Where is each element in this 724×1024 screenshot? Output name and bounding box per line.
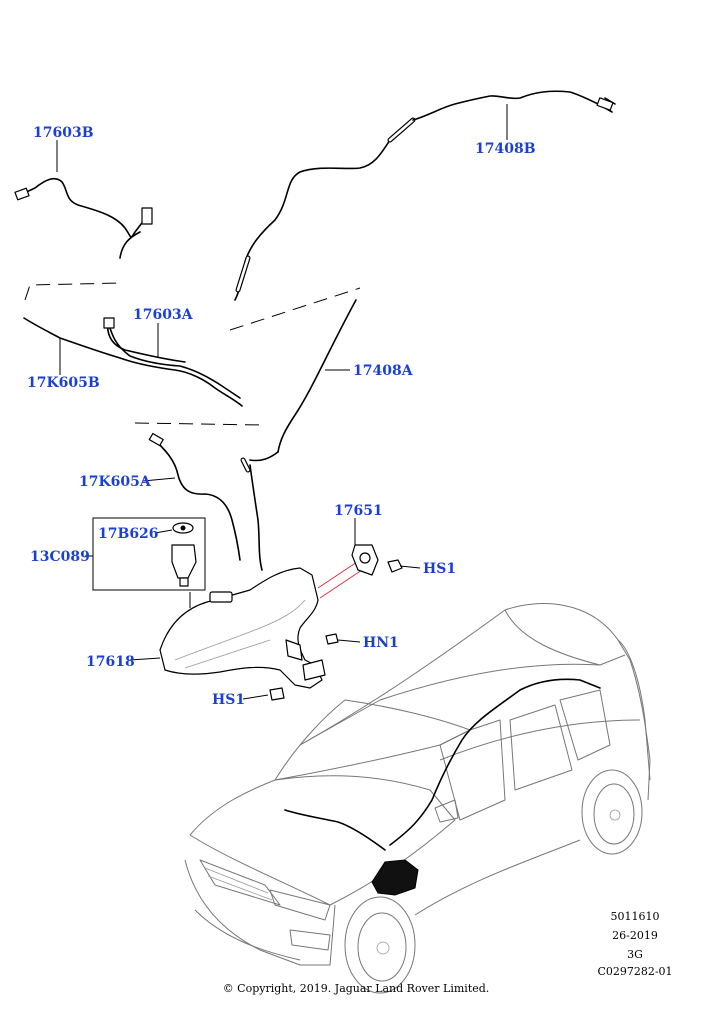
fasteners — [269, 559, 403, 701]
hose-17K605B-17603A — [23, 317, 243, 407]
separator-lines — [24, 282, 361, 426]
leader-lines — [56, 104, 508, 700]
vehicle-outline — [184, 603, 651, 994]
highlight-lines — [317, 559, 363, 599]
drawing-reference: 5011610 26-2019 3G C0297282-01 — [597, 910, 672, 978]
washer-pump-17B626 — [92, 517, 206, 591]
callout-17408B: 17408B — [475, 141, 536, 157]
callout-17408A: 17408A — [353, 363, 414, 379]
hose-17408A — [240, 299, 357, 571]
callout-17603A: 17603A — [133, 307, 194, 323]
callout-17618: 17618 — [86, 654, 135, 670]
reference-line-1: 5011610 — [611, 910, 660, 923]
clip-17651 — [351, 544, 379, 576]
callout-17B626: 17B626 — [98, 526, 159, 542]
callout-HN1: HN1 — [363, 635, 399, 651]
hose-17K605A — [148, 432, 241, 561]
callout-17603B: 17603B — [33, 125, 94, 141]
callout-HS1-upper: HS1 — [423, 561, 456, 577]
washer-reservoir-17618 — [159, 567, 326, 689]
copyright-notice: © Copyright, 2019. Jaguar Land Rover Lim… — [223, 982, 490, 995]
callout-13C089: 13C089 — [30, 549, 90, 565]
reference-line-2: 26-2019 — [612, 929, 658, 942]
callout-labels: 17603B 17408B 17603A 17K605B 17408A 17K6… — [27, 125, 536, 708]
callout-17K605A: 17K605A — [79, 474, 152, 490]
callout-HS1-lower: HS1 — [212, 692, 245, 708]
callout-17651: 17651 — [334, 503, 383, 519]
reference-line-4: C0297282-01 — [597, 965, 672, 978]
callout-17K605B: 17K605B — [27, 375, 100, 391]
reference-line-3: 3G — [627, 948, 643, 961]
hose-17603B — [14, 177, 153, 259]
hose-17408B — [234, 90, 616, 301]
